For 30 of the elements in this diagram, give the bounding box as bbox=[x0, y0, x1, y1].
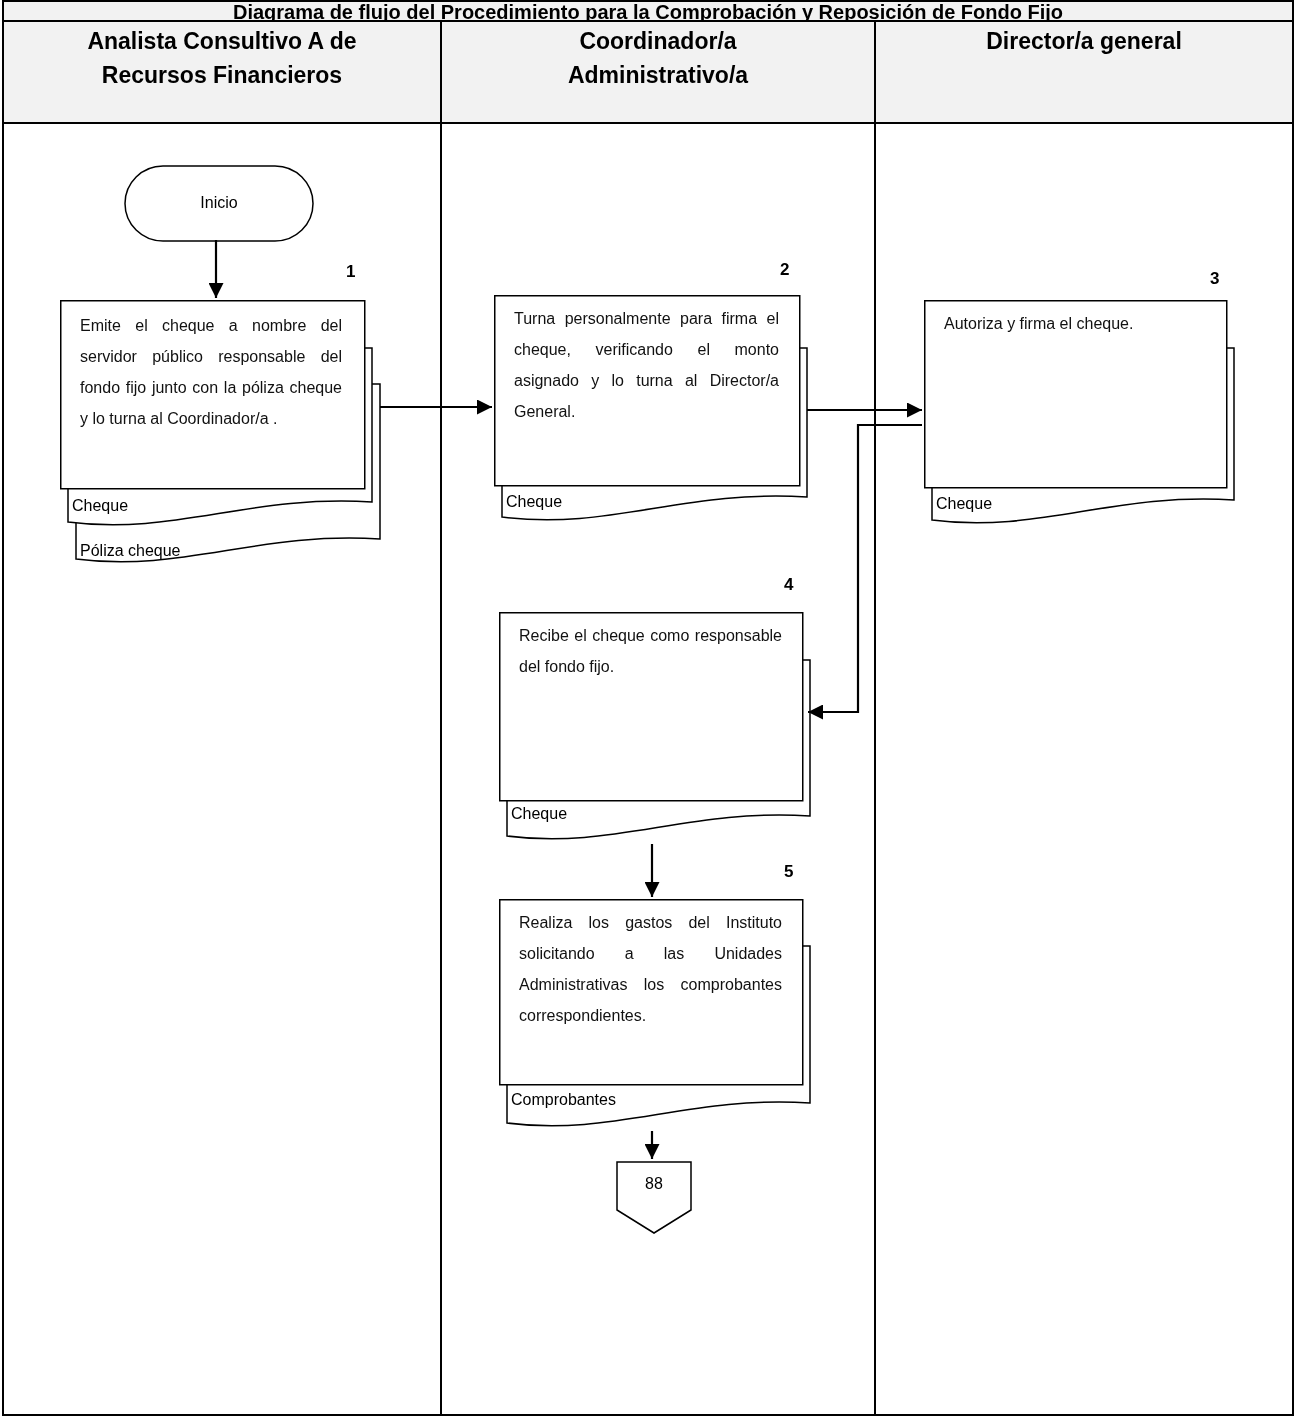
step-text: Recibe el cheque como responsable del fondo fijo. bbox=[519, 626, 782, 677]
terminator-text: Inicio bbox=[199, 193, 239, 212]
arrow bbox=[644, 844, 660, 897]
lane-header: Director/a general bbox=[876, 22, 1292, 124]
swimlane bbox=[874, 20, 1294, 1416]
arrow bbox=[807, 402, 922, 418]
step-text: Realiza los gastos del Instituto solicitando a las Unidades Administrativas los comprobantes correspondientes. bbox=[519, 913, 782, 1026]
swimlane bbox=[440, 20, 876, 1416]
step-number: 1 bbox=[346, 262, 356, 282]
step-number: 4 bbox=[784, 575, 794, 595]
lane-header: Coordinador/a Administrativo/a bbox=[442, 22, 874, 124]
document-label: Cheque bbox=[936, 495, 993, 513]
arrow bbox=[808, 423, 922, 720]
document-label: Póliza cheque bbox=[80, 542, 181, 560]
step-number: 2 bbox=[780, 260, 790, 280]
arrow bbox=[380, 399, 492, 415]
step-number: 3 bbox=[1210, 269, 1220, 289]
document-label: Cheque bbox=[511, 805, 568, 823]
document-label: Cheque bbox=[506, 493, 563, 511]
arrow bbox=[208, 240, 224, 298]
step-text: Emite el cheque a nombre del servidor público responsable del fondo fijo junto con la póliza cheque y lo turna al Coordinador/a . bbox=[80, 316, 342, 429]
swimlane bbox=[2, 20, 442, 1416]
arrow bbox=[644, 1131, 660, 1159]
lane-header: Analista Consultivo A de Recursos Financieros bbox=[4, 22, 440, 124]
connector-text: 88 bbox=[644, 1175, 664, 1193]
document-label: Cheque bbox=[72, 497, 129, 515]
step-number: 5 bbox=[784, 862, 794, 882]
step-text: Autoriza y firma el cheque. bbox=[944, 314, 1135, 334]
document-label: Comprobantes bbox=[511, 1091, 616, 1109]
step-text: Turna personalmente para firma el cheque, verificando el monto asignado y lo turna al Director/a General. bbox=[514, 309, 779, 422]
